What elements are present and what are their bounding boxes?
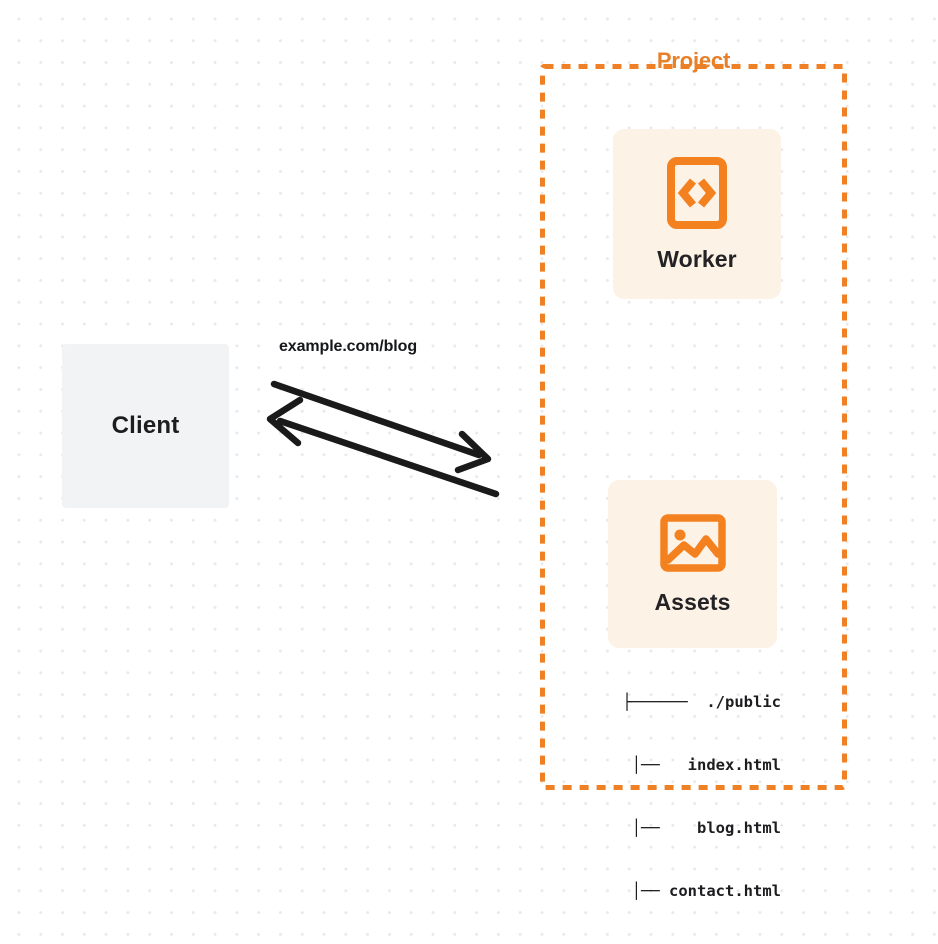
file-tree-row: │── blog.html [622, 819, 781, 837]
assets-file-tree: ├────── ./public │── index.html │── blog… [540, 650, 781, 944]
image-icon [659, 513, 726, 572]
file-tree-row: │── contact.html [622, 882, 781, 900]
worker-card-label: Worker [657, 245, 737, 272]
request-url-label: example.com/blog [279, 338, 417, 355]
response-arrow [266, 396, 500, 498]
diagram-canvas: Client example.com/blog Project Worker [62, 48, 847, 900]
assets-card-label: Assets [654, 588, 731, 615]
worker-card[interactable]: Worker [613, 129, 781, 299]
assets-card[interactable]: Assets [608, 480, 777, 648]
file-tree-row: │── index.html [622, 756, 781, 774]
request-arrow [270, 380, 492, 474]
code-document-icon [667, 156, 727, 229]
file-tree-row: ├────── ./public [622, 693, 781, 711]
project-container: Project [540, 48, 847, 790]
client-node[interactable]: Client [62, 344, 229, 508]
project-title: Project [656, 48, 731, 73]
client-label: Client [111, 412, 180, 439]
